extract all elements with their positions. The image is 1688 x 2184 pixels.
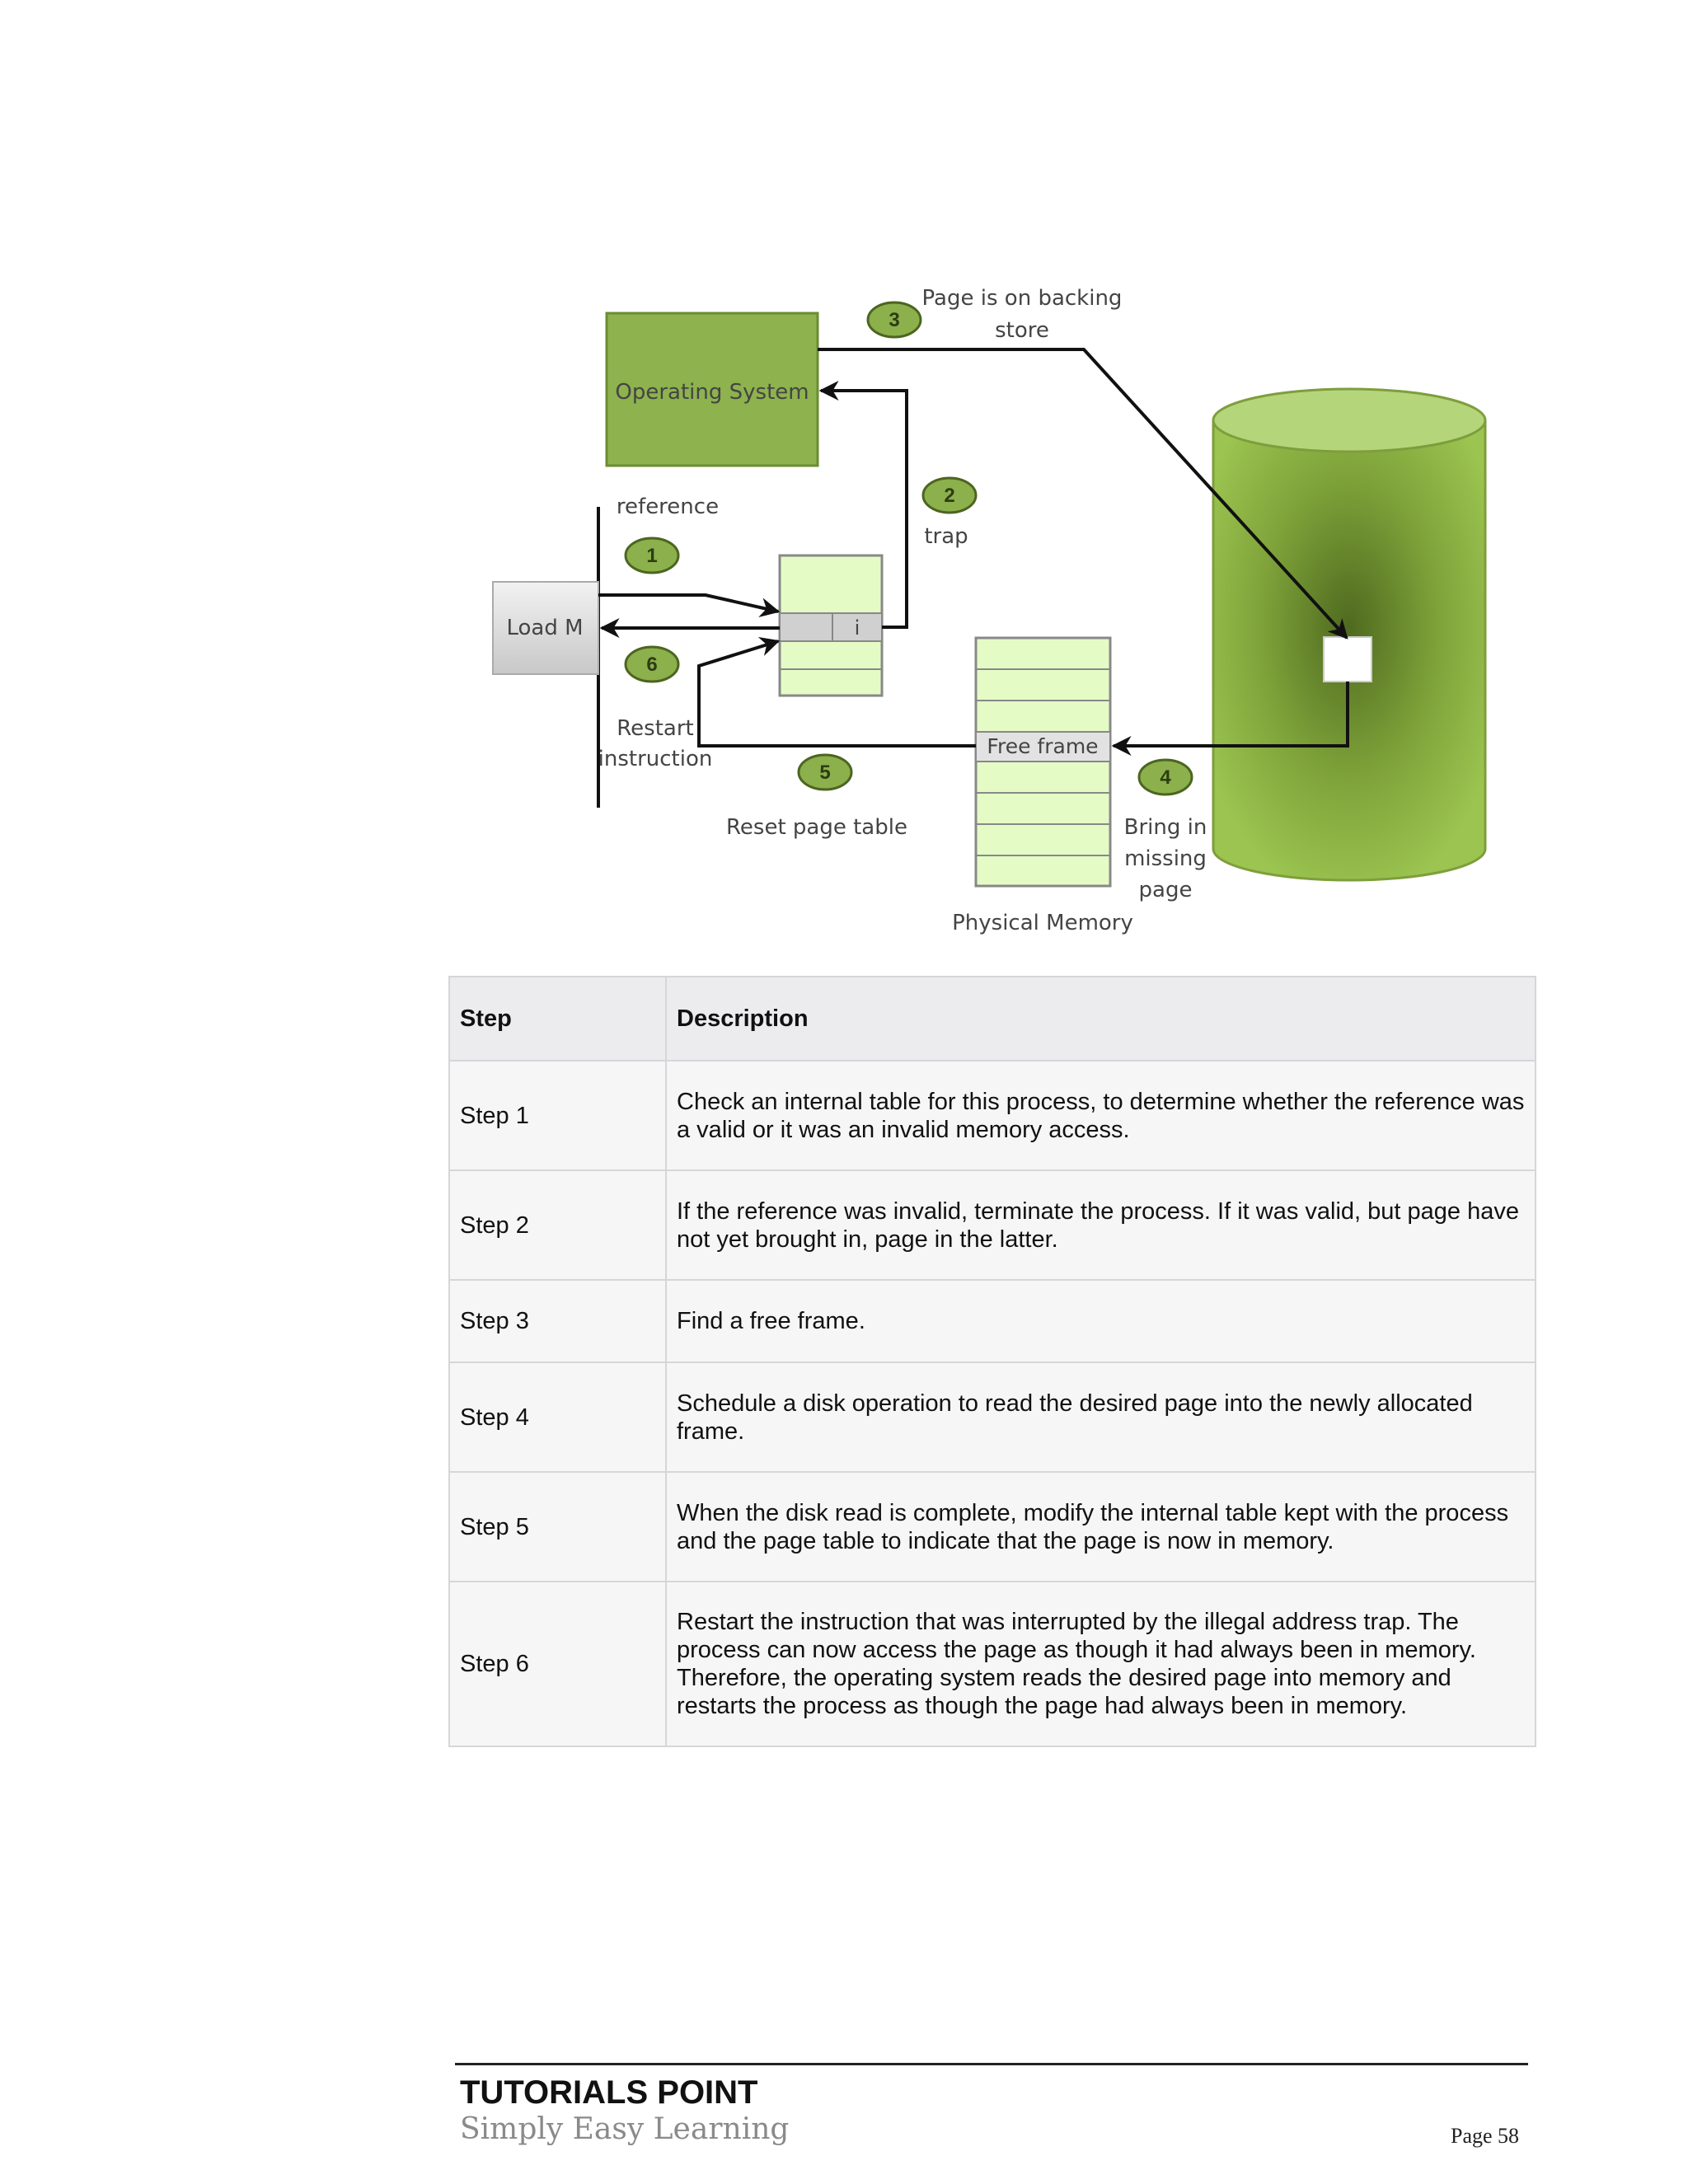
- description-cell: Restart the instruction that was interru…: [666, 1582, 1536, 1746]
- invalid-marker: i: [855, 616, 860, 640]
- bring-in-label-1: Bring in: [1124, 815, 1207, 840]
- trap-label: trap: [924, 524, 968, 549]
- page-number: Page 58: [1451, 2124, 1519, 2149]
- bring-in-label-3: page: [1139, 878, 1193, 902]
- step-cell: Step 1: [449, 1061, 666, 1170]
- svg-text:4: 4: [1160, 766, 1171, 789]
- badge-6: 6: [626, 647, 678, 682]
- page-table: i: [780, 555, 882, 696]
- load-m-box: Load M: [493, 582, 598, 674]
- os-label: Operating System: [615, 380, 809, 405]
- footer-rule: [455, 2063, 1528, 2065]
- operating-system-box: Operating System: [607, 313, 818, 466]
- description-cell: Schedule a disk operation to read the de…: [666, 1362, 1536, 1472]
- bring-in-label-2: missing: [1124, 846, 1207, 871]
- backing-store-label-2: store: [995, 318, 1049, 343]
- description-cell: When the disk read is complete, modify t…: [666, 1472, 1536, 1582]
- step-cell: Step 2: [449, 1170, 666, 1280]
- backing-store-cylinder: [1213, 389, 1485, 880]
- badge-3: 3: [868, 302, 921, 337]
- steps-table: Step Description Step 1 Check an interna…: [448, 976, 1536, 1747]
- arrow-reference: [598, 595, 778, 612]
- svg-text:1: 1: [646, 545, 657, 567]
- physical-memory-label: Physical Memory: [952, 911, 1133, 935]
- table-row: Step 2 If the reference was invalid, ter…: [449, 1170, 1536, 1280]
- badge-4: 4: [1139, 760, 1192, 794]
- free-frame-label: Free frame: [987, 734, 1098, 758]
- footer-brand: TUTORIALS POINT: [460, 2074, 757, 2111]
- table-row: Step 1 Check an internal table for this …: [449, 1061, 1536, 1170]
- page-fault-diagram: Operating System Load M i Free frame Phy…: [0, 0, 1688, 956]
- reset-page-table-label: Reset page table: [726, 815, 907, 840]
- badge-1: 1: [626, 538, 678, 573]
- table-row: Step 4 Schedule a disk operation to read…: [449, 1362, 1536, 1472]
- badge-5: 5: [799, 755, 851, 790]
- load-m-label: Load M: [506, 616, 583, 640]
- header-step: Step: [449, 977, 666, 1061]
- description-cell: If the reference was invalid, terminate …: [666, 1170, 1536, 1280]
- restart-label-1: Restart: [617, 716, 693, 741]
- table-header-row: Step Description: [449, 977, 1536, 1061]
- badge-2: 2: [923, 478, 976, 513]
- svg-text:2: 2: [944, 485, 954, 507]
- step-cell: Step 6: [449, 1582, 666, 1746]
- table-row: Step 6 Restart the instruction that was …: [449, 1582, 1536, 1746]
- step-cell: Step 5: [449, 1472, 666, 1582]
- svg-text:5: 5: [819, 762, 830, 784]
- footer-tagline: Simply Easy Learning: [460, 2112, 789, 2146]
- reference-label: reference: [617, 494, 719, 519]
- restart-label-2: instruction: [598, 747, 713, 771]
- table-row: Step 5 When the disk read is complete, m…: [449, 1472, 1536, 1582]
- step-cell: Step 3: [449, 1280, 666, 1362]
- missing-page-block: [1324, 637, 1372, 682]
- page-table-entry: [780, 613, 882, 641]
- svg-text:3: 3: [889, 309, 899, 331]
- backing-store-label-1: Page is on backing: [922, 286, 1123, 311]
- physical-memory: Free frame Physical Memory: [952, 638, 1133, 935]
- svg-text:6: 6: [646, 654, 657, 676]
- step-cell: Step 4: [449, 1362, 666, 1472]
- header-description: Description: [666, 977, 1536, 1061]
- table-row: Step 3 Find a free frame.: [449, 1280, 1536, 1362]
- description-cell: Check an internal table for this process…: [666, 1061, 1536, 1170]
- description-cell: Find a free frame.: [666, 1280, 1536, 1362]
